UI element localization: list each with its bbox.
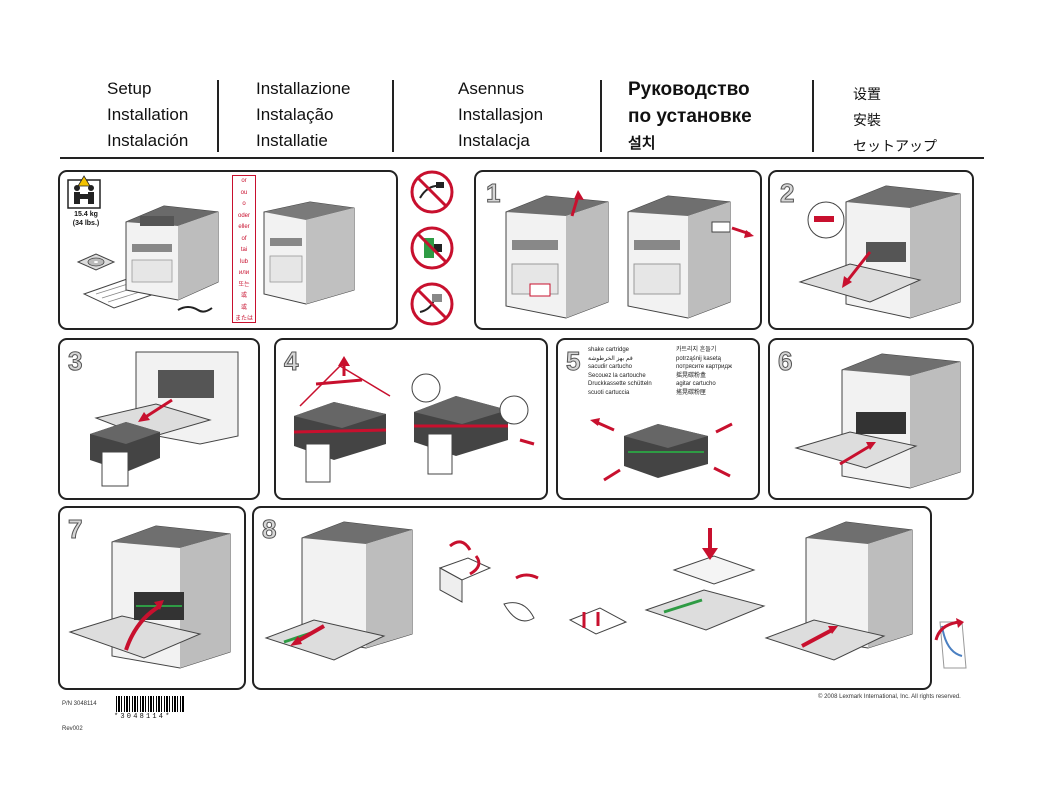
title-chinese-traditional: 安裝 [853,113,881,129]
intro-panel: 15.4 kg (34 lbs.) [58,170,398,330]
step-number: 8 [261,514,277,544]
no-usb-cable-icon [410,226,454,270]
title-instalacion: Instalación [107,131,189,150]
barcode-text: *3048114* [114,713,172,721]
step-8-panel: 8 [252,506,932,690]
part-number: P/N 3048114 [62,701,97,707]
revision-label: Rev002 [62,726,83,732]
title-col-2: Installazione Instalação Installatie [256,76,351,154]
cable-icon [177,306,213,313]
title-instalacao: Instalação [256,105,334,124]
no-power-cord-icon [410,170,454,214]
title-col-4: Руководство по установке 설치 [628,76,752,157]
printer-illustration [627,195,731,319]
step-5-illustration [590,418,733,482]
step-5-panel: 5 shake cartridge قم بهز الخرطوشة sacudi… [556,338,760,500]
copyright: © 2008 Lexmark International, Inc. All r… [818,694,961,700]
shake-instructions-right: 카트리지 흔들기 potrząśnij kasetą потрясите кар… [676,347,733,396]
title-installatie: Installatie [256,131,328,150]
printer-illustration [505,195,609,319]
title-col-1: Setup Installation Instalación [107,76,188,154]
title-korean: 설치 [628,135,656,152]
two-person-lift-icon [67,175,101,209]
step-number: 4 [283,346,299,376]
step-2-panel: 2 [768,170,974,330]
step-1-panel: 1 [474,170,762,330]
weight-label: 15.4 kg (34 lbs.) [72,211,100,227]
step-7-illustration [68,525,231,669]
title-col-5: 设置 安裝 セットアップ [853,82,937,160]
step-number: 6 [777,346,793,376]
step-number: 2 [779,178,795,208]
title-russian-1: Руководство [628,79,750,100]
step-number: 7 [67,514,83,544]
printer-illustration [263,201,355,305]
title-setup: Setup [107,79,152,98]
title-chinese-simplified: 设置 [853,87,881,103]
no-network-cable-icon [410,282,454,326]
step-3-illustration [90,351,239,487]
header-divider [600,80,602,152]
step-1-illustration [505,190,754,319]
step-6-illustration [794,353,961,489]
title-col-3: Asennus Installasjon Instalacja [458,76,543,154]
step-2-illustration [798,185,961,319]
barcode [116,696,184,712]
step-number: 1 [485,178,501,208]
paper-stack-illustration [438,540,628,635]
title-installazione: Installazione [256,79,351,98]
step-6-panel: 6 [768,338,974,500]
step-3-panel: 3 [58,338,260,500]
title-asennus: Asennus [458,79,525,98]
step-number: 3 [67,346,83,376]
title-installasjon: Installasjon [458,105,544,124]
intro-illustration [67,175,355,313]
header-divider [217,80,219,152]
tray-loading-illustration [644,528,766,631]
title-installation: Installation [107,105,189,124]
page-turn-icon [934,618,967,669]
title-japanese: セットアップ [853,139,937,155]
toner-cartridge-illustration [624,424,708,478]
printer-mfp-illustration [125,205,219,301]
step-4-illustration [293,356,535,483]
step-4-panel: 4 [274,338,548,500]
warning-icons [410,170,454,326]
title-russian-2: по установке [628,106,752,127]
step-number: 5 [565,346,581,376]
or-labels-strip: or ou o oder eller of tai lub или 또는 或 或… [232,175,256,323]
step-7-panel: 7 [58,506,246,690]
printer-with-tray-illustration [764,521,913,661]
header-divider [812,80,814,152]
printer-with-tray-illustration [264,521,413,661]
step-8-illustration [264,521,913,661]
shake-instructions-left: shake cartridge قم بهز الخرطوشة sacudir … [588,347,652,396]
header-divider [392,80,394,152]
header-rule [60,157,984,159]
title-instalacja: Instalacja [458,131,530,150]
cd-icon [76,253,116,271]
